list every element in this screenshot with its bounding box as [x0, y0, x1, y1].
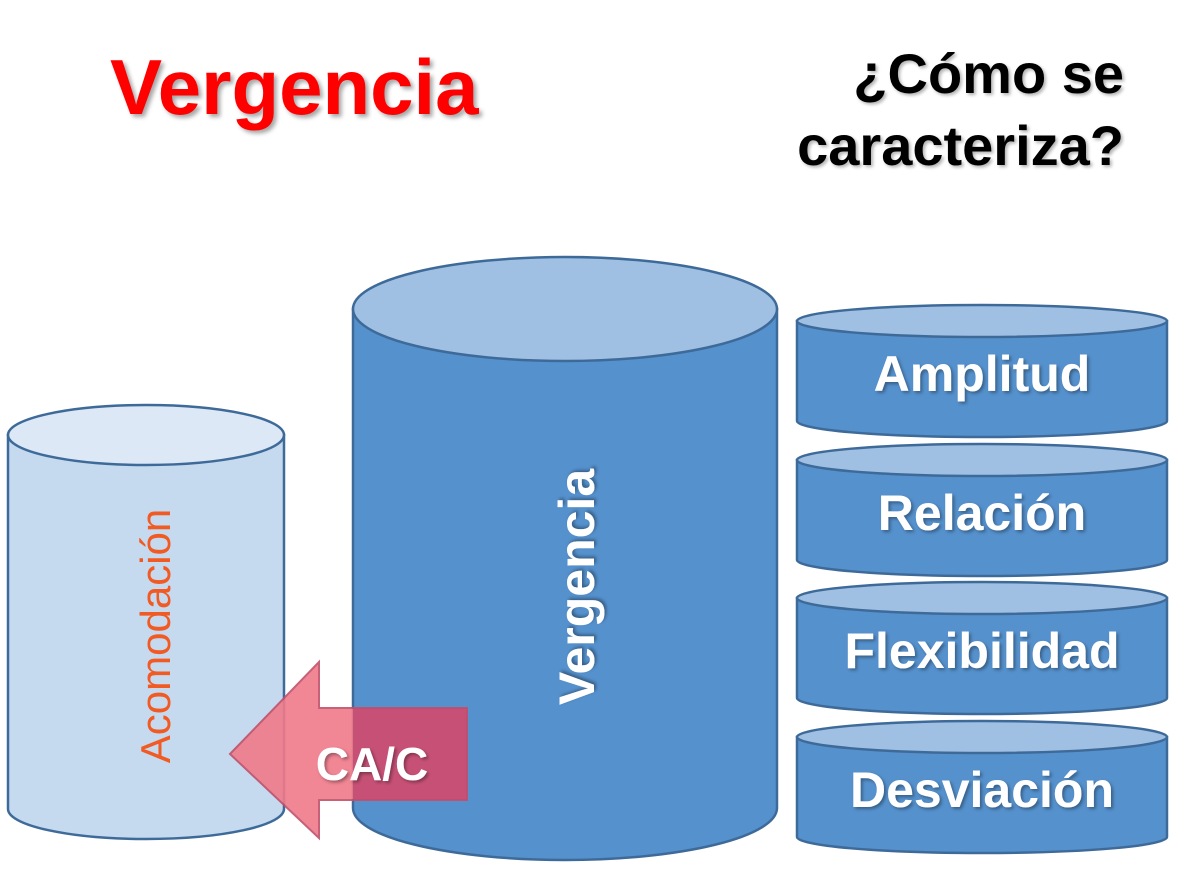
acomodacion-cylinder-top: [6, 403, 286, 467]
page-question: ¿Cómo se caracteriza?: [797, 42, 1124, 177]
disc-label: Flexibilidad: [844, 623, 1119, 679]
disc-4: Desviación: [795, 719, 1169, 855]
page-title: Vergencia: [110, 43, 479, 131]
cac-label: CA/C: [316, 738, 428, 790]
acomodacion-cylinder-body: [6, 433, 286, 841]
disc-top: [795, 303, 1169, 339]
disc-top: [795, 580, 1169, 616]
disc-1: Amplitud: [795, 303, 1169, 439]
disc-3: Flexibilidad: [795, 580, 1169, 716]
disc-body: [795, 596, 1169, 716]
cac-arrow: CA/C: [228, 659, 468, 841]
acomodacion-label: Acomodación: [132, 509, 179, 763]
disc-body: [795, 458, 1169, 578]
acomodacion-cylinder: Acomodación: [6, 403, 286, 841]
vergencia-cylinder-top: [351, 255, 779, 363]
disc-body: [795, 319, 1169, 439]
disc-label: Desviación: [850, 762, 1114, 818]
disc-body: [795, 735, 1169, 855]
disc-label: Amplitud: [874, 346, 1091, 402]
disc-2: Relación: [795, 442, 1169, 578]
disc-label: Relación: [878, 485, 1086, 541]
cac-arrow-overlap: [353, 708, 467, 800]
disc-top: [795, 442, 1169, 478]
disc-top: [795, 719, 1169, 755]
vergencia-label: Vergencia: [549, 468, 605, 705]
